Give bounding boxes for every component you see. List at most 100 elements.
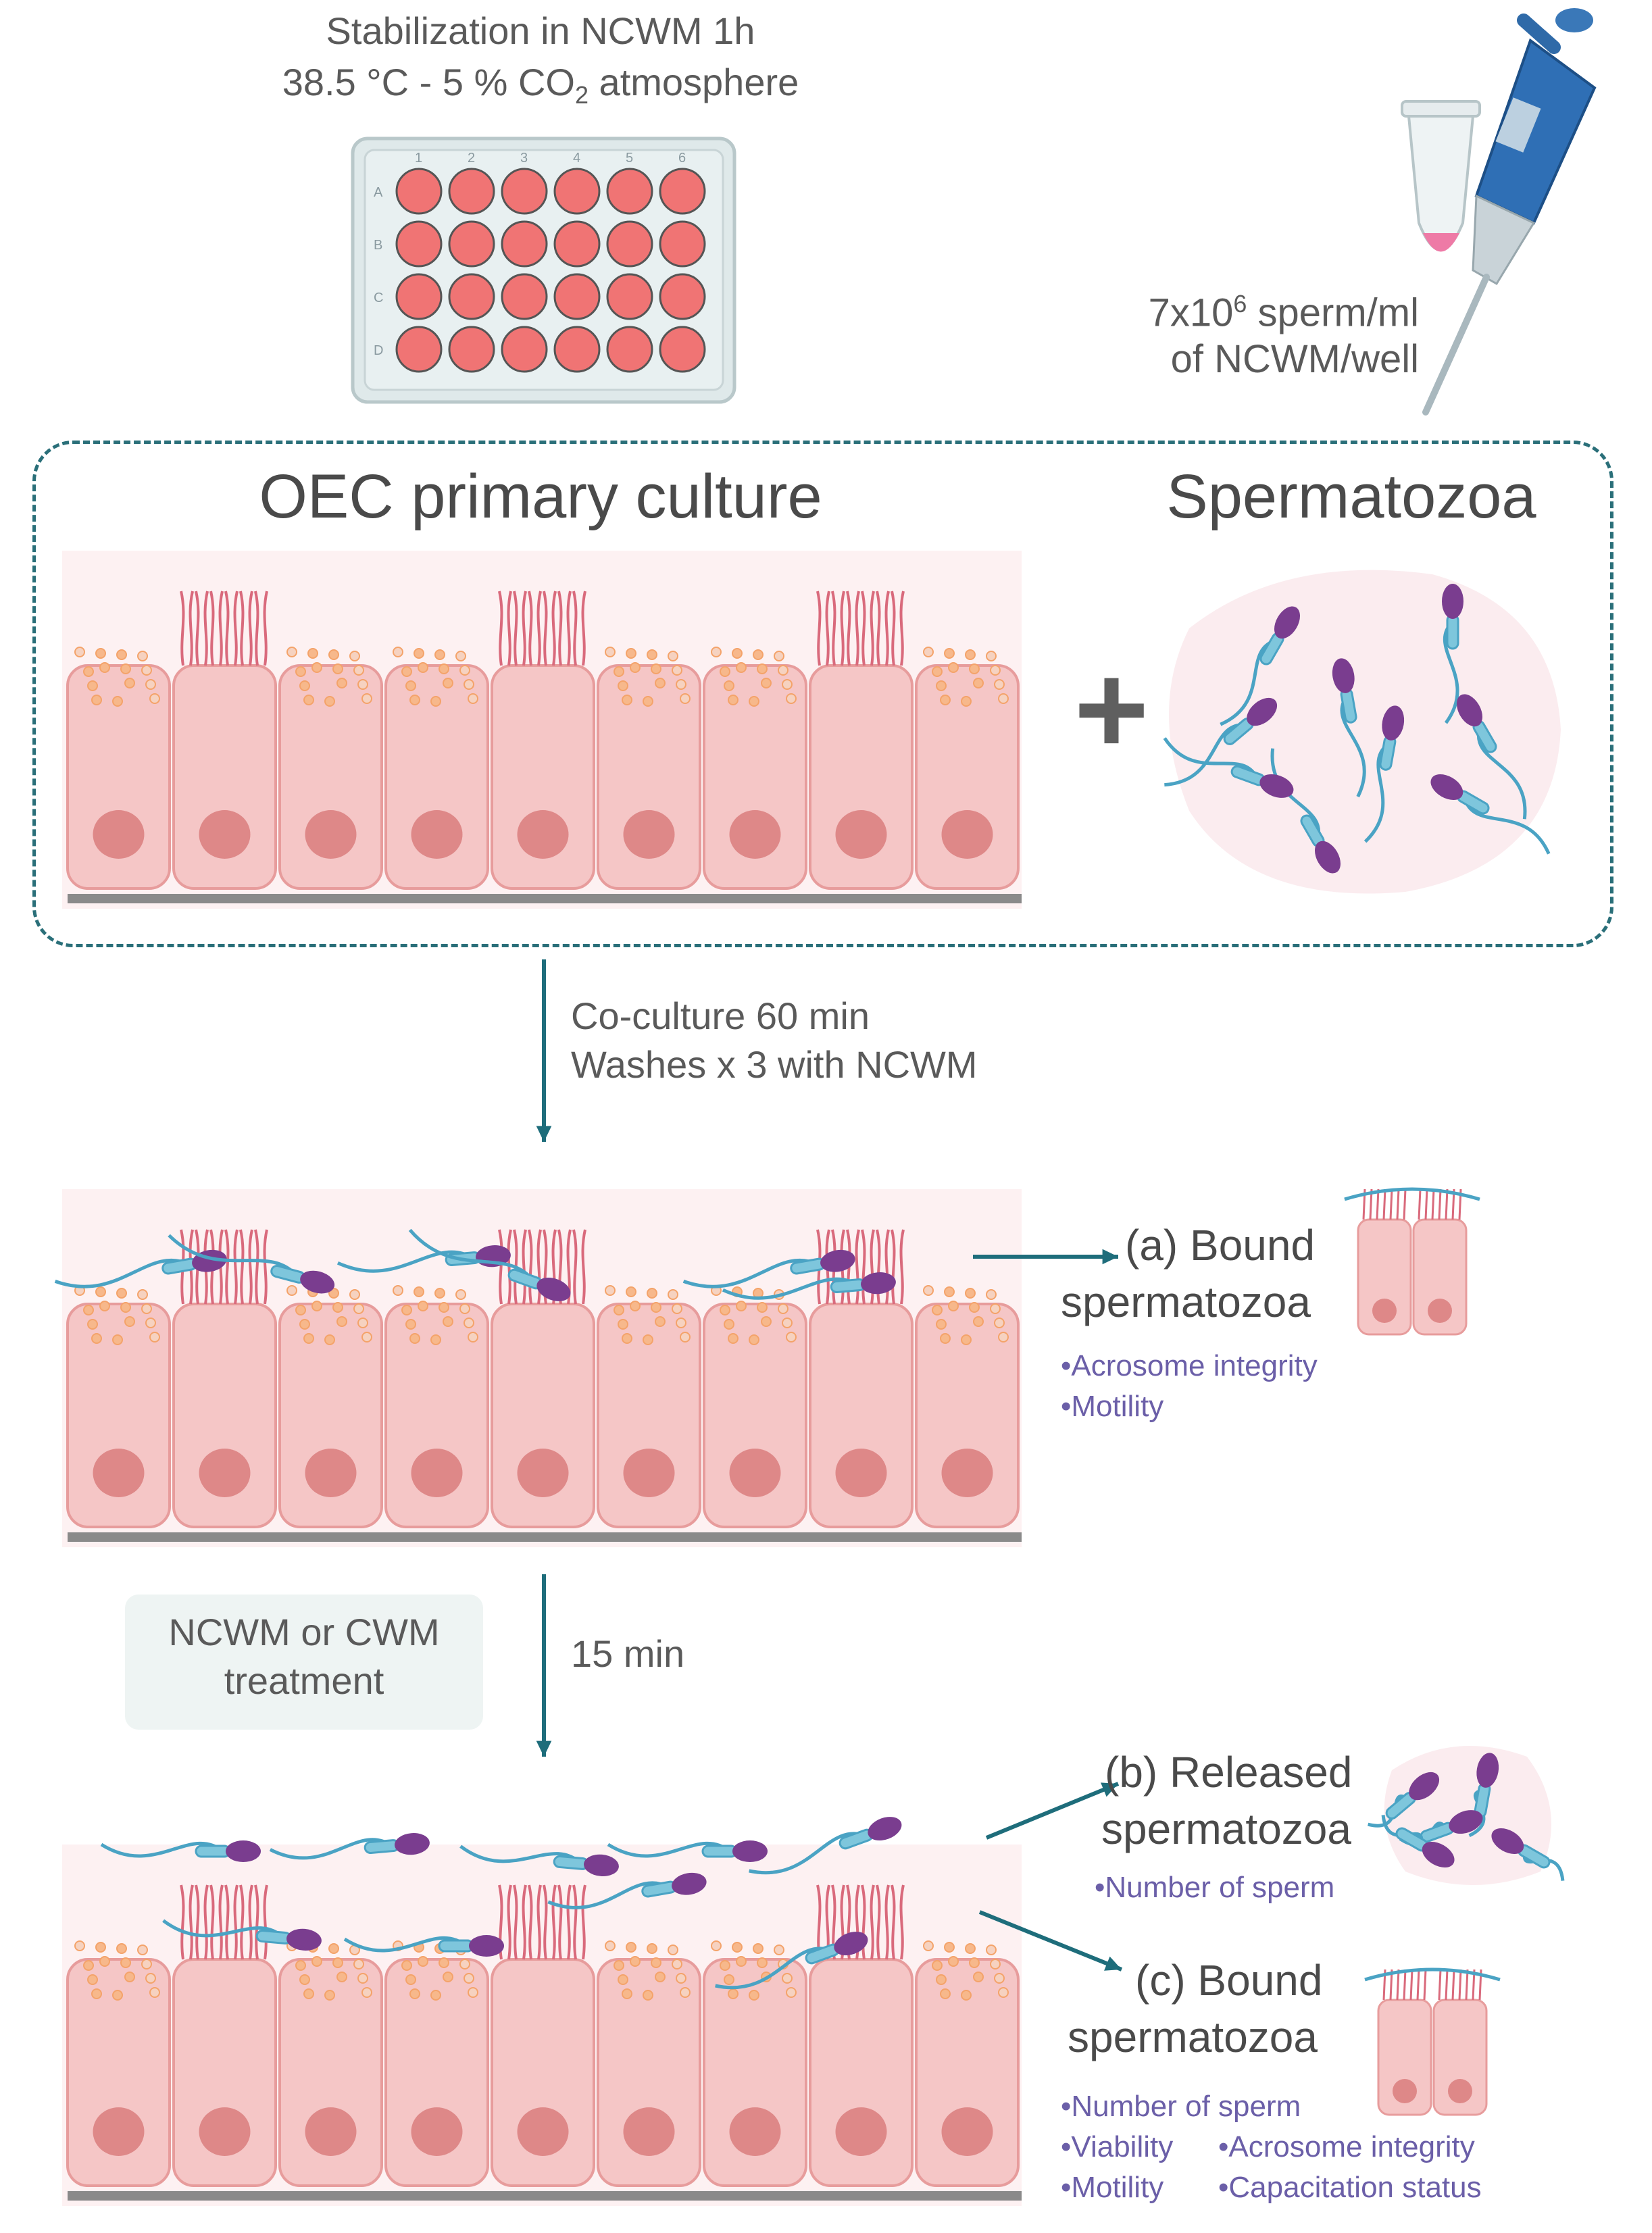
granule (307, 1942, 318, 1953)
granule (965, 1288, 976, 1299)
cilium (840, 1229, 845, 1305)
granule (973, 1972, 984, 1982)
granule (998, 1987, 1009, 1998)
granule (774, 1945, 784, 1955)
cilium (522, 1884, 527, 1960)
granule (401, 1305, 412, 1315)
granule (414, 1942, 424, 1953)
granule (99, 1301, 110, 1311)
spermatozoon (54, 1249, 227, 1288)
cilium (195, 1884, 200, 1960)
granule (336, 1316, 347, 1327)
epithelial-cell (172, 1229, 277, 1528)
result-c-title-line2: spermatozoa (1068, 2013, 1318, 2061)
granule (405, 1319, 416, 1330)
granule (149, 1987, 160, 1998)
result-c-bullet: •Acrosome integrity (1218, 2130, 1475, 2163)
granule (124, 1316, 135, 1327)
granule (923, 1285, 934, 1296)
granule (311, 1956, 322, 1967)
plate-column-label: 6 (678, 151, 686, 166)
coculture-setup-panel (32, 441, 1613, 947)
tube-icon (1401, 100, 1481, 252)
result-b-title-line2: spermatozoa (1101, 1805, 1351, 1853)
granule (961, 1990, 972, 2001)
granule (455, 1945, 466, 1955)
epithelial-cell (703, 1285, 807, 1528)
granule (680, 1332, 691, 1343)
oec-culture-title: OEC primary culture (259, 462, 822, 531)
plate-row-label: D (374, 343, 383, 358)
bound-sperm-inset (1364, 1967, 1501, 2116)
granule (786, 1987, 797, 1998)
cilium (224, 1229, 230, 1305)
spermatozoon (459, 1845, 619, 1876)
granule (83, 1305, 94, 1315)
cilium (891, 1884, 896, 1960)
granule (647, 1288, 657, 1299)
granule (361, 1987, 372, 1998)
stabilization-text: 38.5 °C - 5 % CO (282, 61, 575, 103)
well (395, 168, 443, 215)
epithelial-cell (278, 1940, 383, 2187)
epithelial-cell (915, 1940, 1020, 2187)
granule (994, 1318, 1005, 1328)
cilium (536, 1229, 542, 1305)
cilium (840, 1884, 845, 1960)
granule (336, 1972, 347, 1982)
dose-line2: of NCWM/well (1170, 337, 1419, 381)
cilium (557, 1884, 563, 1960)
cilium (846, 1884, 851, 1960)
cilium (884, 1884, 890, 1960)
spermatozoon (1468, 1753, 1499, 1838)
cilium (195, 1229, 200, 1305)
cilium (870, 1884, 875, 1960)
granule (651, 1302, 661, 1313)
granule (299, 1319, 310, 1330)
plus-sign: + (1074, 638, 1149, 781)
granule (936, 1319, 947, 1330)
dose-exponent: 6 (1233, 290, 1247, 318)
well (553, 220, 601, 268)
well (659, 220, 706, 268)
membrane (68, 2191, 1022, 2201)
cilium (203, 1229, 209, 1305)
spermatozoon (749, 1817, 902, 1875)
granule (137, 1289, 148, 1300)
pipette-icon (1422, 8, 1597, 416)
granule (720, 1960, 730, 1971)
granule (303, 1333, 314, 1344)
cilium (263, 1884, 268, 1960)
granule (83, 1960, 94, 1971)
epithelial-cell (597, 1940, 701, 2187)
granule (630, 1301, 641, 1311)
well (659, 273, 706, 320)
granule (430, 1990, 441, 2001)
step1-line2: Washes x 3 with NCWM (571, 1043, 978, 1086)
cilium (254, 1884, 259, 1960)
granule (998, 1332, 1009, 1343)
granule (418, 1956, 428, 1967)
cilium (239, 1884, 245, 1960)
cilium (233, 1229, 239, 1305)
granule (936, 1974, 947, 1985)
nucleus (199, 2107, 251, 2156)
granule (353, 1303, 364, 1314)
granule (969, 1302, 980, 1313)
nucleus (835, 1449, 887, 1497)
cilium (566, 1884, 572, 1960)
granule (782, 1973, 793, 1984)
granule (732, 1286, 743, 1297)
step1-line1: Co-culture 60 min (571, 995, 870, 1037)
granule (728, 1333, 739, 1344)
granule (622, 1988, 632, 1999)
cilium (816, 1229, 822, 1305)
result-a-bullet: •Acrosome integrity (1061, 1349, 1318, 1382)
cilium (899, 1884, 905, 1960)
result-c-title-line1: (c) Bound (1135, 1956, 1323, 2005)
cilium (831, 1884, 836, 1960)
spermatozoon (168, 1234, 335, 1294)
cilium (876, 1884, 881, 1960)
granule (149, 1332, 160, 1343)
nucleus (729, 1449, 781, 1497)
